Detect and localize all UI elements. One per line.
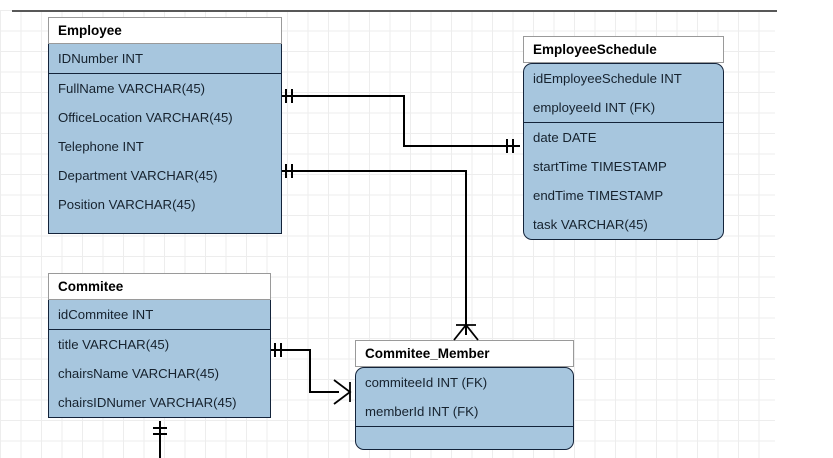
attribute-row[interactable]: FullName VARCHAR(45) — [58, 81, 206, 96]
connector-segment — [282, 170, 467, 172]
entity-employee-filler — [49, 219, 281, 233]
entity-commitee-attr-block: title VARCHAR(45) chairsName VARCHAR(45)… — [49, 330, 270, 417]
entity-employeeschedule-pk-block: idEmployeeSchedule INT employeeId INT (F… — [524, 64, 723, 123]
connector-segment — [403, 145, 520, 147]
entity-employeeschedule[interactable]: EmployeeSchedule idEmployeeSchedule INT … — [523, 36, 724, 240]
connector-segment — [309, 391, 339, 393]
entity-commitee-member-body: commiteeId INT (FK) memberId INT (FK) — [355, 367, 574, 450]
cardinality-one-tick — [153, 433, 167, 435]
connector-segment — [309, 349, 311, 393]
cardinality-many-crowsfoot — [453, 323, 479, 341]
attribute-row[interactable]: Telephone INT — [58, 139, 144, 154]
cardinality-one-tick — [512, 139, 514, 153]
attribute-row[interactable]: date DATE — [533, 130, 597, 145]
attribute-row[interactable]: task VARCHAR(45) — [533, 217, 648, 232]
entity-employeeschedule-body: idEmployeeSchedule INT employeeId INT (F… — [523, 63, 724, 240]
entity-employee-body: IDNumber INT FullName VARCHAR(45) Office… — [48, 44, 282, 234]
entity-commitee-title: Commitee — [48, 273, 271, 300]
connector-segment — [282, 95, 405, 97]
attribute-row[interactable]: title VARCHAR(45) — [58, 337, 170, 352]
attribute-row[interactable]: chairsName VARCHAR(45) — [58, 366, 219, 381]
connector-segment — [159, 421, 161, 458]
entity-employee-title: Employee — [48, 17, 282, 44]
cardinality-one-tick — [153, 427, 167, 429]
entity-employeeschedule-attr-block: date DATE startTime TIMESTAMP endTime TI… — [524, 123, 723, 239]
entity-commitee-body: idCommitee INT title VARCHAR(45) chairsN… — [48, 300, 271, 418]
attribute-row[interactable]: memberId INT (FK) — [365, 404, 479, 419]
cardinality-one-tick — [506, 139, 508, 153]
cardinality-many-crowsfoot — [333, 379, 352, 405]
entity-employee-attr-block: FullName VARCHAR(45) OfficeLocation VARC… — [49, 74, 281, 233]
entity-commitee-member-pk-block: commiteeId INT (FK) memberId INT (FK) — [356, 368, 573, 427]
connector-segment — [403, 95, 405, 147]
entity-employee-pk-block: IDNumber INT — [49, 44, 281, 74]
top-ruler-line — [12, 10, 777, 12]
attribute-row[interactable]: Position VARCHAR(45) — [58, 197, 196, 212]
connector-segment — [465, 170, 467, 335]
entity-commitee-member[interactable]: Commitee_Member commiteeId INT (FK) memb… — [355, 340, 574, 450]
entity-employeeschedule-title: EmployeeSchedule — [523, 36, 724, 63]
entity-commitee-member-title: Commitee_Member — [355, 340, 574, 367]
entity-employee[interactable]: Employee IDNumber INT FullName VARCHAR(4… — [48, 17, 282, 234]
attribute-row[interactable]: endTime TIMESTAMP — [533, 188, 664, 203]
entity-commitee-pk-block: idCommitee INT — [49, 300, 270, 330]
connector-segment — [271, 349, 311, 351]
attribute-row[interactable]: commiteeId INT (FK) — [365, 375, 488, 390]
entity-commitee[interactable]: Commitee idCommitee INT title VARCHAR(45… — [48, 273, 271, 418]
attribute-row[interactable]: Department VARCHAR(45) — [58, 168, 218, 183]
entity-commitee-member-attr-block — [356, 427, 573, 449]
attribute-row[interactable]: startTime TIMESTAMP — [533, 159, 667, 174]
attribute-row[interactable]: employeeId INT (FK) — [533, 100, 656, 115]
attribute-row[interactable]: OfficeLocation VARCHAR(45) — [58, 110, 233, 125]
entity-commitee-member-filler — [356, 427, 573, 449]
attribute-row[interactable]: idCommitee INT — [58, 307, 154, 322]
attribute-row[interactable]: IDNumber INT — [58, 51, 143, 66]
attribute-row[interactable]: idEmployeeSchedule INT — [533, 71, 682, 86]
attribute-row[interactable]: chairsIDNumer VARCHAR(45) — [58, 395, 237, 410]
